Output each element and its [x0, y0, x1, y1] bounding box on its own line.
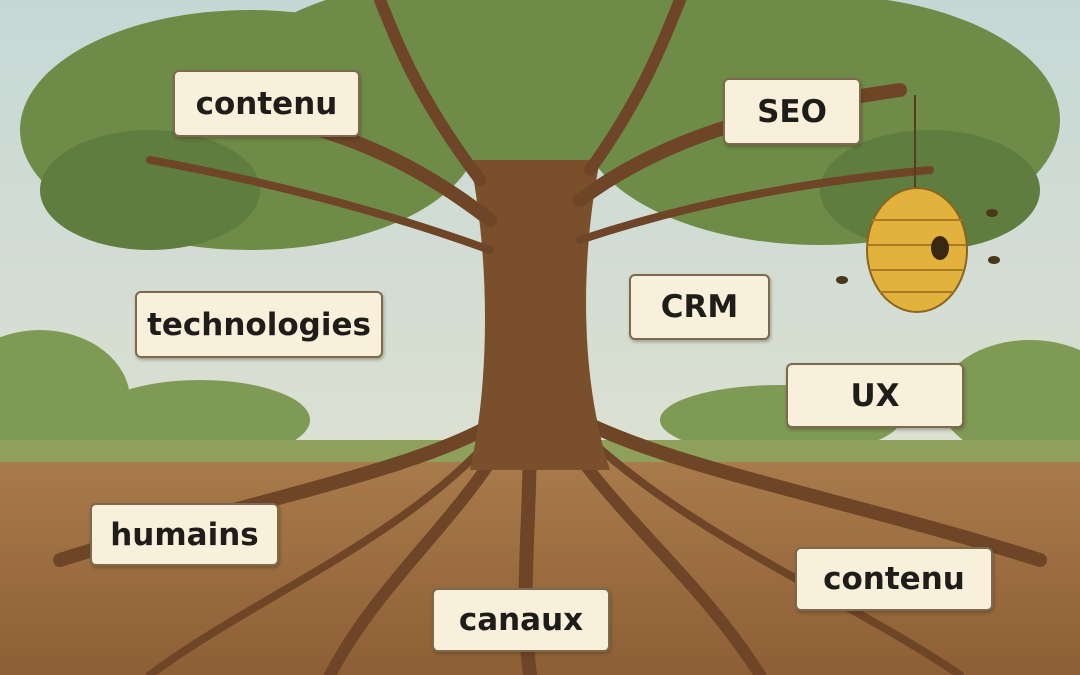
label-humains: humains	[90, 503, 279, 566]
label-crm: CRM	[629, 274, 770, 340]
trunk	[470, 160, 610, 470]
bee-icons	[836, 209, 1000, 284]
label-ux: UX	[786, 363, 964, 428]
beehive-icon	[866, 95, 968, 313]
label-contenu-canopy: contenu	[173, 70, 360, 137]
label-technologies: technologies	[135, 291, 383, 358]
label-contenu-roots: contenu	[795, 547, 993, 611]
label-seo: SEO	[723, 78, 861, 145]
label-canaux: canaux	[432, 588, 610, 652]
